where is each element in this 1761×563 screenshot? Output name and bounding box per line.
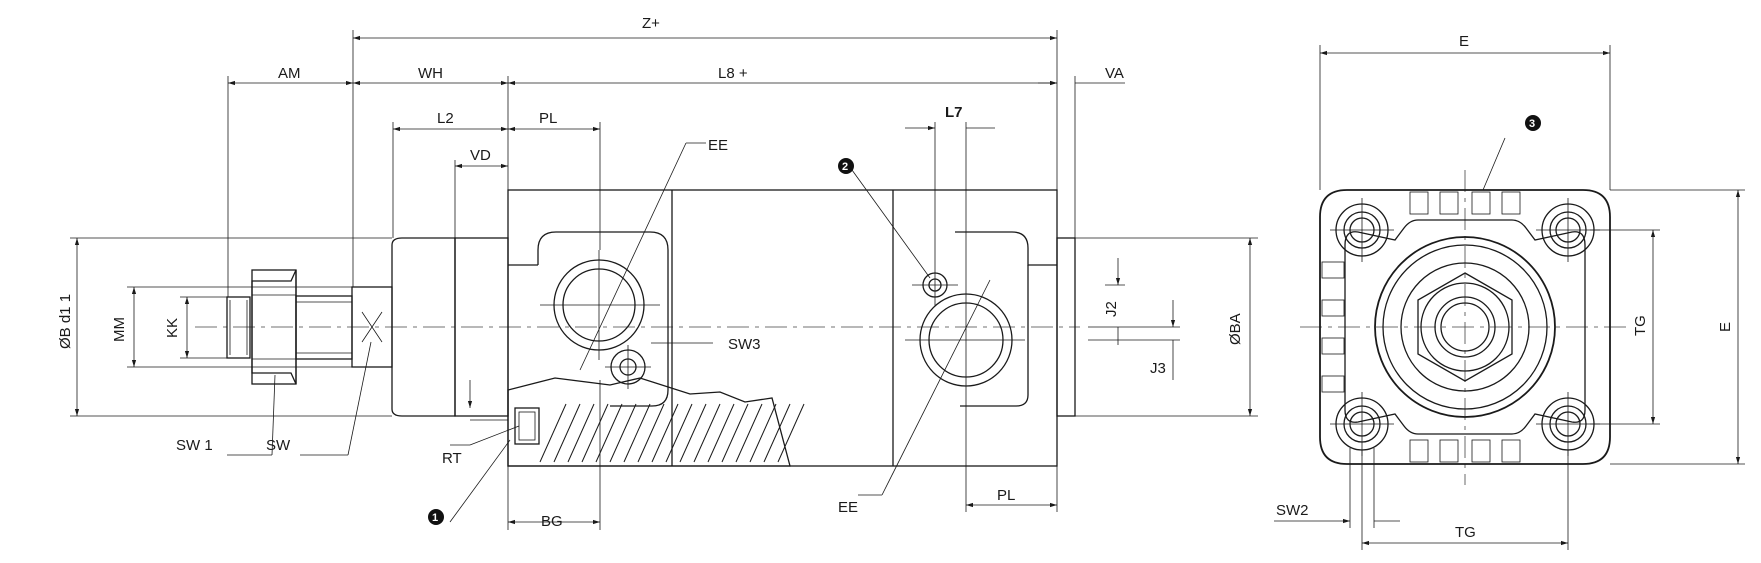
dim-vd: VD [470,147,491,164]
dim-l2: L2 [437,110,454,127]
corner-screw-tl [1330,198,1394,262]
dim-z-plus: Z+ [642,15,660,32]
dimension-lines [70,30,1258,530]
cutaway-section [507,377,805,467]
front-port [540,250,660,360]
marker-1-label: 1 [432,512,438,524]
dim-e-right: E [1717,322,1734,332]
marker-3: 3 [1525,115,1541,131]
end-view-dimensions [1274,45,1745,550]
end-plate [1319,189,1611,465]
dim-ee-bottom: EE [838,499,858,516]
end-view-bore [1374,236,1556,418]
rear-port [905,288,1025,392]
dim-sw: SW [266,437,291,454]
leader-lines [227,142,991,523]
dim-sw1: SW 1 [176,437,213,454]
dim-bg: BG [541,513,563,530]
dim-ba: ØBA [1227,313,1244,345]
dim-rt: RT [442,450,462,467]
dim-b-d11: ØB d1 1 [57,294,74,349]
marker-2-label: 2 [842,161,848,173]
dim-wh: WH [418,65,443,82]
marker-3-label: 3 [1529,118,1535,130]
dim-l8-plus: L8 + [718,65,748,82]
marker-2: 2 [838,158,854,174]
dim-tg-right: TG [1632,315,1649,336]
dim-va: VA [1105,65,1124,82]
marker-1: 1 [428,509,444,525]
dim-tg-bottom: TG [1455,524,1476,541]
side-view: Z+ AM WH L8 + VA L2 PL VD EE L7 ØB d1 1 … [57,15,1258,530]
dim-sw3: SW3 [728,336,761,353]
dim-j2: J2 [1103,301,1120,317]
dim-ee-top: EE [708,137,728,154]
dim-l7: L7 [945,104,963,121]
rod-thread [226,296,251,359]
end-view: E TG E SW2 TG 3 [1274,33,1745,550]
dim-e-top: E [1459,33,1469,50]
dim-kk: KK [164,318,181,338]
cylinder-body [507,189,1076,467]
dim-pl-bottom: PL [997,487,1015,504]
dim-am: AM [278,65,301,82]
dim-j3: J3 [1150,360,1166,377]
sw3-screw [605,345,651,389]
dim-pl-top: PL [539,110,557,127]
corner-screw-bl [1330,392,1394,456]
dim-sw2: SW2 [1276,502,1309,519]
marker-2-port [912,264,958,306]
piston-rod [295,295,353,360]
dim-mm: MM [111,317,128,342]
